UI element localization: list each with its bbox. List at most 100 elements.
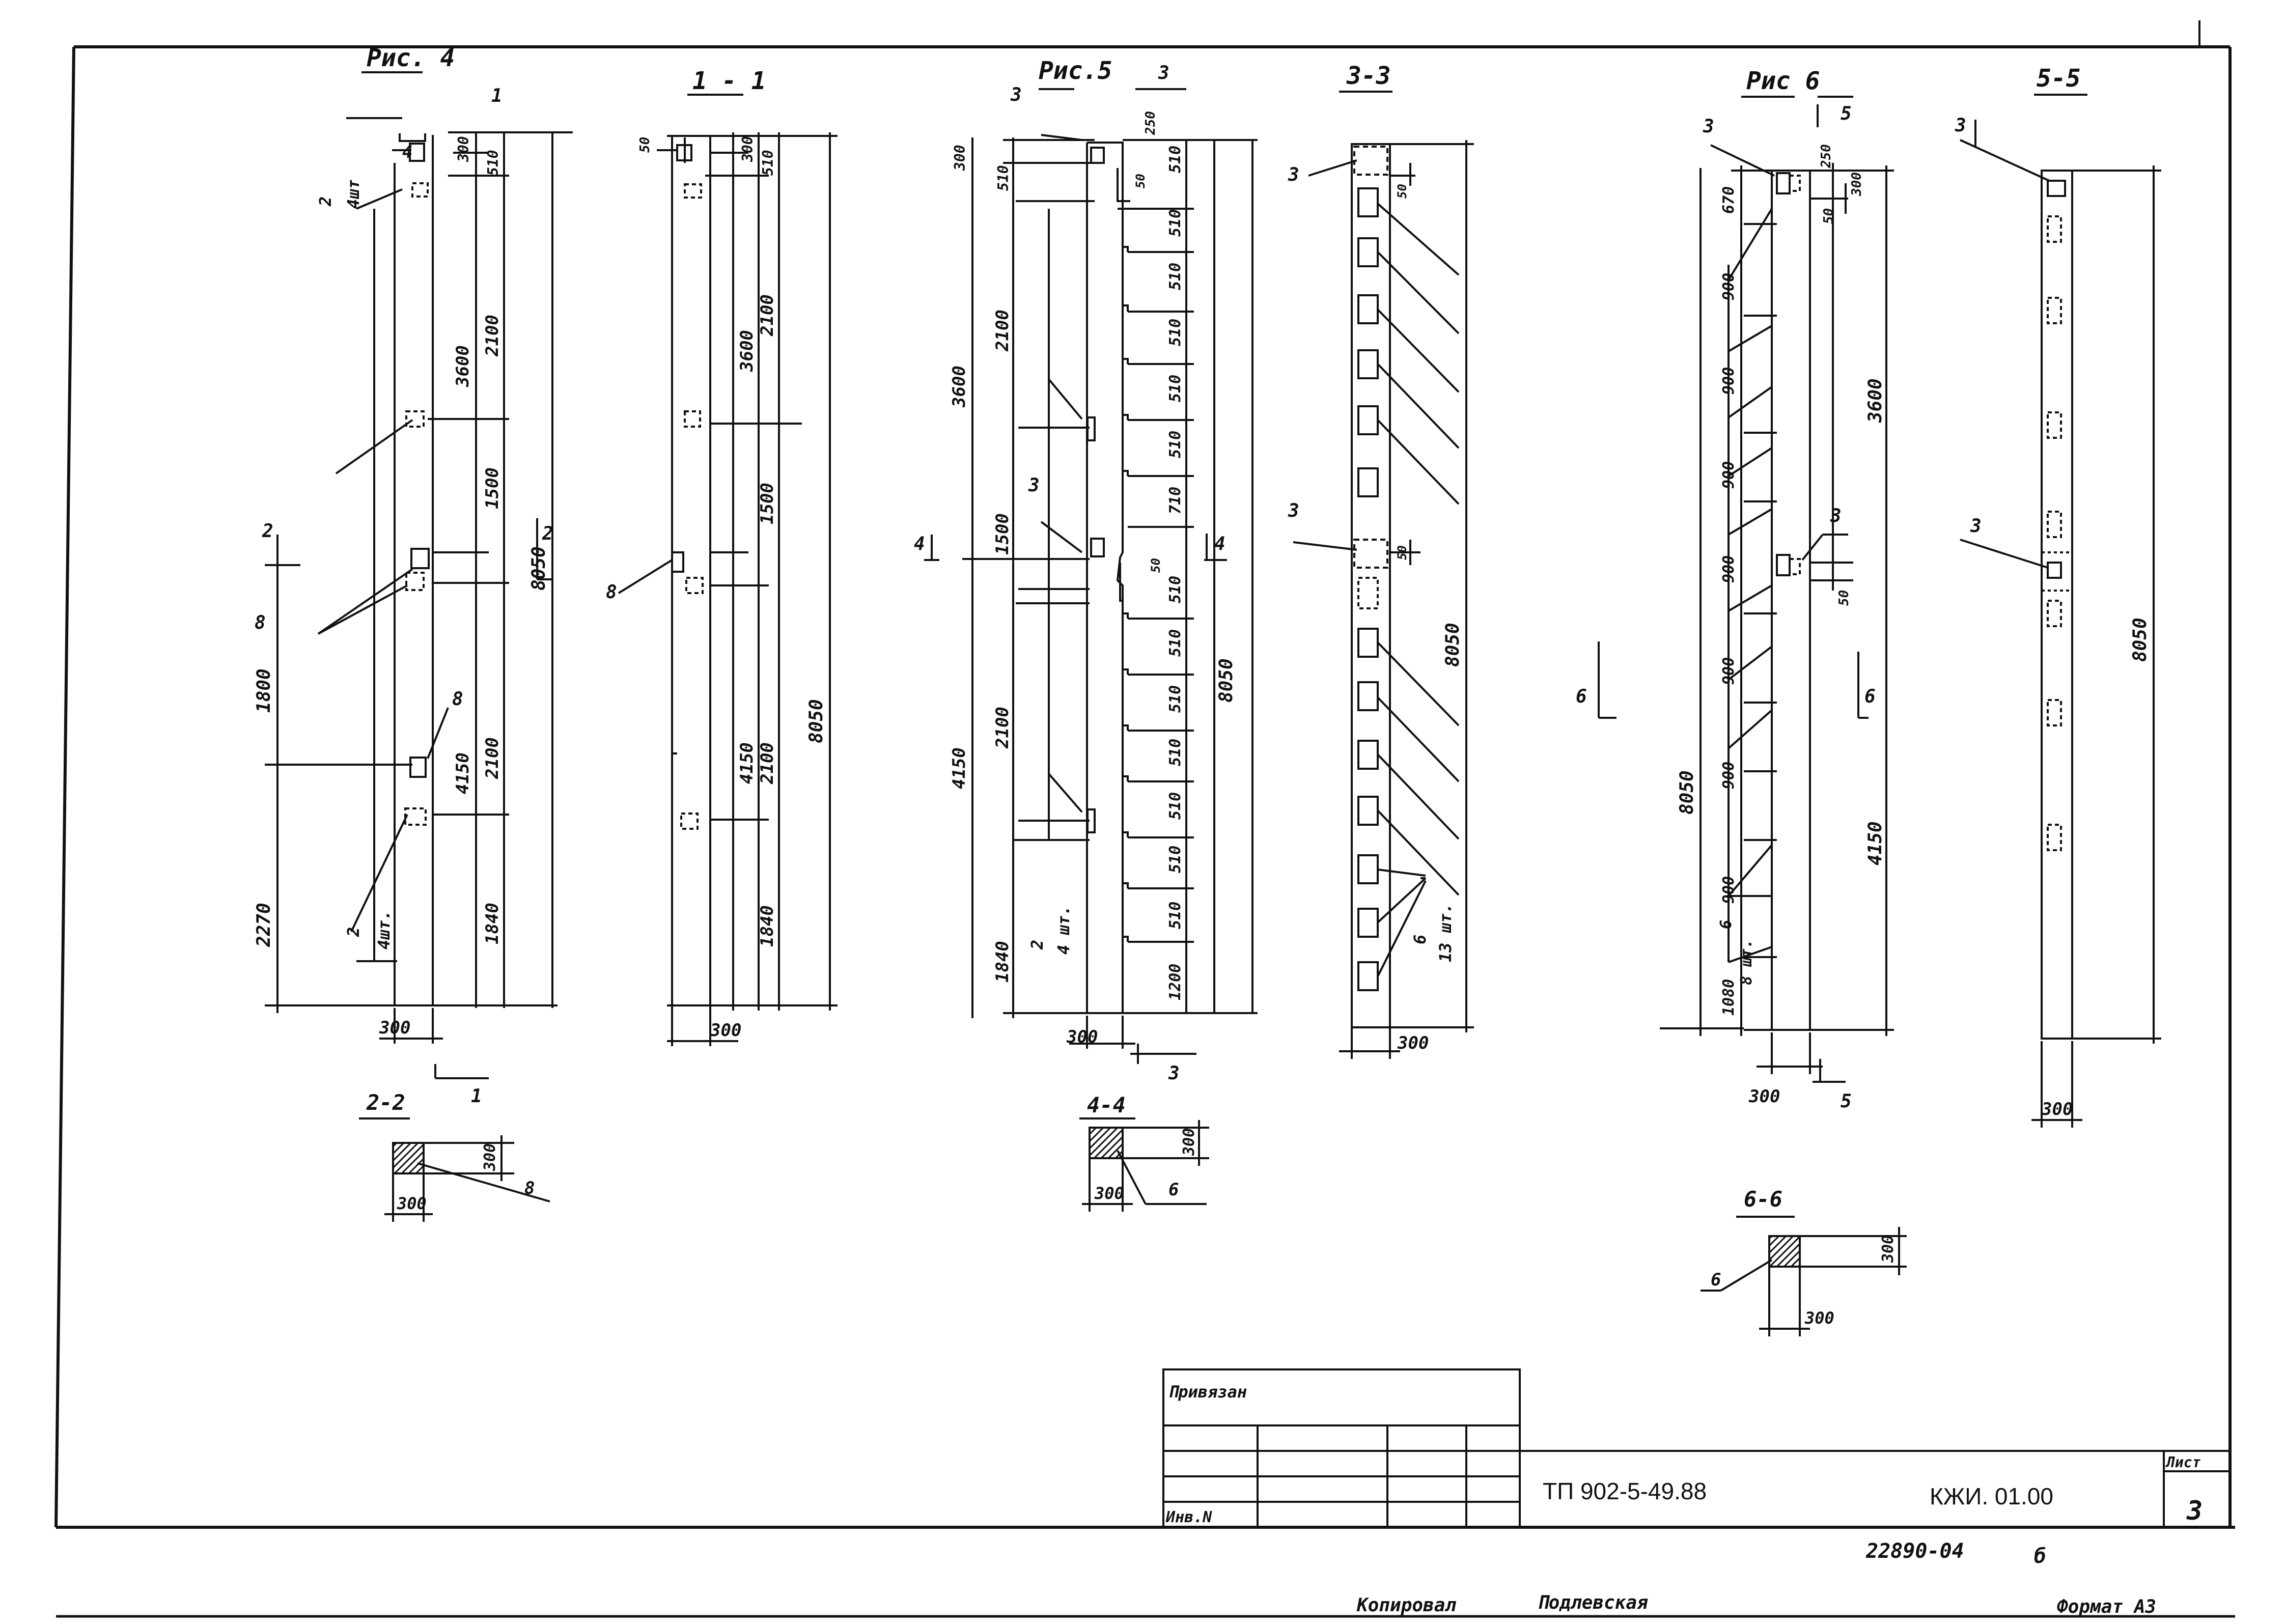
fig6-qty: 8 шт. bbox=[1738, 939, 1755, 985]
archive-number: 22890-04 bbox=[1865, 1539, 1964, 1563]
sec11-dim: 4150 bbox=[737, 742, 757, 784]
sec33-dim-50b: 50 bbox=[1395, 545, 1409, 560]
format-label: Формат А3 bbox=[2057, 1597, 2156, 1617]
sec11-dim: 2100 bbox=[757, 742, 777, 785]
fig6-dim-right: 250 bbox=[1819, 144, 1834, 169]
fig5-dim-right: 510 bbox=[1166, 576, 1184, 603]
fig4-callout-8b: 8 bbox=[452, 689, 463, 710]
copier-name: Подлевская bbox=[1538, 1592, 1648, 1613]
fig5-cut-mark: 3 bbox=[1158, 63, 1169, 83]
fig4-dim: 2100 bbox=[482, 737, 503, 779]
fig6-cut-mark-bottom: 5 bbox=[1841, 1091, 1852, 1112]
fig5-qty-num: 2 bbox=[1027, 940, 1047, 950]
fig5-dim-right: 50 bbox=[1149, 558, 1163, 573]
fig5-dim-left: 4150 bbox=[949, 747, 969, 789]
title-block bbox=[1162, 1368, 2230, 1528]
sec11-callout-8: 8 bbox=[606, 582, 617, 603]
fig4-dim: 2270 bbox=[254, 903, 274, 947]
sec33-qty-num: 6 bbox=[1410, 935, 1430, 944]
sec44-dim-h: 300 bbox=[1180, 1128, 1198, 1156]
section-1-1-column bbox=[618, 94, 838, 1046]
fig5-dim-right: 510 bbox=[1166, 902, 1184, 929]
fig6-dim-left: 900 bbox=[1720, 367, 1738, 395]
fig4-dim: 8050 bbox=[528, 546, 549, 591]
figure-5-column bbox=[924, 88, 1258, 1064]
fig4-cut-mark-bottom: 1 bbox=[471, 1086, 482, 1107]
fig5-dim-right: 510 bbox=[1166, 792, 1184, 820]
fig6-section-mark-left: 6 bbox=[1576, 686, 1587, 707]
fig4-callout-8a: 8 bbox=[255, 612, 266, 633]
fig4-cut-mark: 1 bbox=[491, 86, 503, 106]
fig6-dim-right: 50 bbox=[1821, 208, 1836, 224]
fig4-dim: 3600 bbox=[453, 345, 473, 387]
sec55-callout-3a: 3 bbox=[1955, 115, 1966, 136]
fig5-dim-right: 510 bbox=[1166, 846, 1184, 873]
fig4-dim: 300 bbox=[455, 136, 472, 162]
fig5-section-mark-right: 4 bbox=[1214, 534, 1225, 554]
section-4-4 bbox=[1079, 1117, 1209, 1212]
sec11-dim: 1500 bbox=[757, 483, 777, 524]
sec11-dim: 510 bbox=[760, 150, 776, 176]
fig4-dim: 300 bbox=[379, 1018, 410, 1038]
sec66-dim-h: 300 bbox=[1879, 1235, 1897, 1263]
fig6-dim-width: 300 bbox=[1748, 1086, 1780, 1107]
fig6-dim-right: 3600 bbox=[1865, 378, 1886, 423]
fig5-dim-right: 50 bbox=[1133, 174, 1148, 188]
fig6-title: Рис 6 bbox=[1746, 67, 1820, 95]
fig5-dim-right: 510 bbox=[1166, 209, 1184, 237]
sec11-title: 1 - 1 bbox=[692, 67, 766, 95]
sec66-title: 6-6 bbox=[1744, 1187, 1782, 1212]
fig6-dim-left: 8050 bbox=[1677, 770, 1697, 815]
fig4-callout-4: 4 bbox=[402, 142, 412, 162]
fig5-dim-right: 710 bbox=[1166, 487, 1184, 514]
sec11-dim: 8050 bbox=[806, 699, 827, 743]
sheet-frame bbox=[54, 20, 2235, 1618]
sec11-dim: 300 bbox=[710, 1020, 741, 1041]
privyazan-label: Привязан bbox=[1168, 1382, 1247, 1402]
sec11-dim: 1840 bbox=[757, 905, 777, 947]
fig5-dim-right: 510 bbox=[1166, 263, 1184, 290]
fig6-dim-left: 900 bbox=[1720, 461, 1738, 489]
fig4-qty-bottom: 4шт. bbox=[374, 910, 394, 949]
fig4-section-mark-left: 2 bbox=[262, 521, 273, 542]
sec44-dim-w: 300 bbox=[1094, 1184, 1124, 1203]
fig5-callout-3a: 3 bbox=[1010, 85, 1022, 105]
fig6-dim-left: 900 bbox=[1720, 762, 1738, 789]
fig6-dim-right: 300 bbox=[1849, 172, 1864, 197]
sec22-dim-w: 300 bbox=[397, 1194, 427, 1213]
fig4-qty-bottom-num: 2 bbox=[344, 927, 363, 937]
sec11-dim: 2100 bbox=[757, 294, 777, 337]
sec55-dim-width: 300 bbox=[2041, 1099, 2073, 1119]
fig5-cut-mark-bottom: 3 bbox=[1168, 1063, 1180, 1084]
sec22-dim-h: 300 bbox=[481, 1143, 499, 1171]
fig4-dim: 2100 bbox=[482, 315, 503, 357]
figure-4-column bbox=[265, 71, 573, 1079]
fig6-dim-right: 4150 bbox=[1865, 821, 1886, 865]
fig5-dim-right: 510 bbox=[1166, 146, 1184, 173]
document-mark: КЖИ. 01.00 bbox=[1930, 1483, 2053, 1509]
sec11-dim: 3600 bbox=[737, 330, 757, 372]
sec66-dim-w: 300 bbox=[1804, 1308, 1834, 1328]
sec44-callout: 6 bbox=[1168, 1180, 1179, 1200]
fig4-title: Рис. 4 bbox=[367, 44, 455, 72]
list-label: Лист bbox=[2165, 1454, 2201, 1471]
sec33-dim-width: 300 bbox=[1397, 1033, 1429, 1053]
sec33-title: 3-3 bbox=[1346, 62, 1391, 90]
sec33-dim-total: 8050 bbox=[1442, 623, 1463, 667]
fig5-dim-left: 3600 bbox=[949, 366, 969, 408]
fig5-dim-left: 2100 bbox=[992, 310, 1013, 352]
fig4-dim: 510 bbox=[485, 150, 501, 176]
fig5-dim-right: 510 bbox=[1166, 629, 1184, 657]
fig6-dim-left: 1080 bbox=[1720, 979, 1738, 1016]
sec11-dim: 300 bbox=[739, 136, 756, 162]
sec22-callout: 8 bbox=[524, 1178, 535, 1198]
fig4-dim: 4150 bbox=[453, 752, 473, 794]
fig5-callout-3b: 3 bbox=[1028, 475, 1040, 496]
sec66-callout: 6 bbox=[1711, 1270, 1721, 1290]
fig5-dim-left: 300 bbox=[1066, 1027, 1098, 1047]
fig5-dim-right: 8050 bbox=[1216, 658, 1237, 703]
fig6-section-mark-right: 6 bbox=[1864, 686, 1876, 707]
fig6-dim-left: 900 bbox=[1720, 273, 1738, 300]
fig4-qty-top: 4шт bbox=[344, 179, 363, 209]
